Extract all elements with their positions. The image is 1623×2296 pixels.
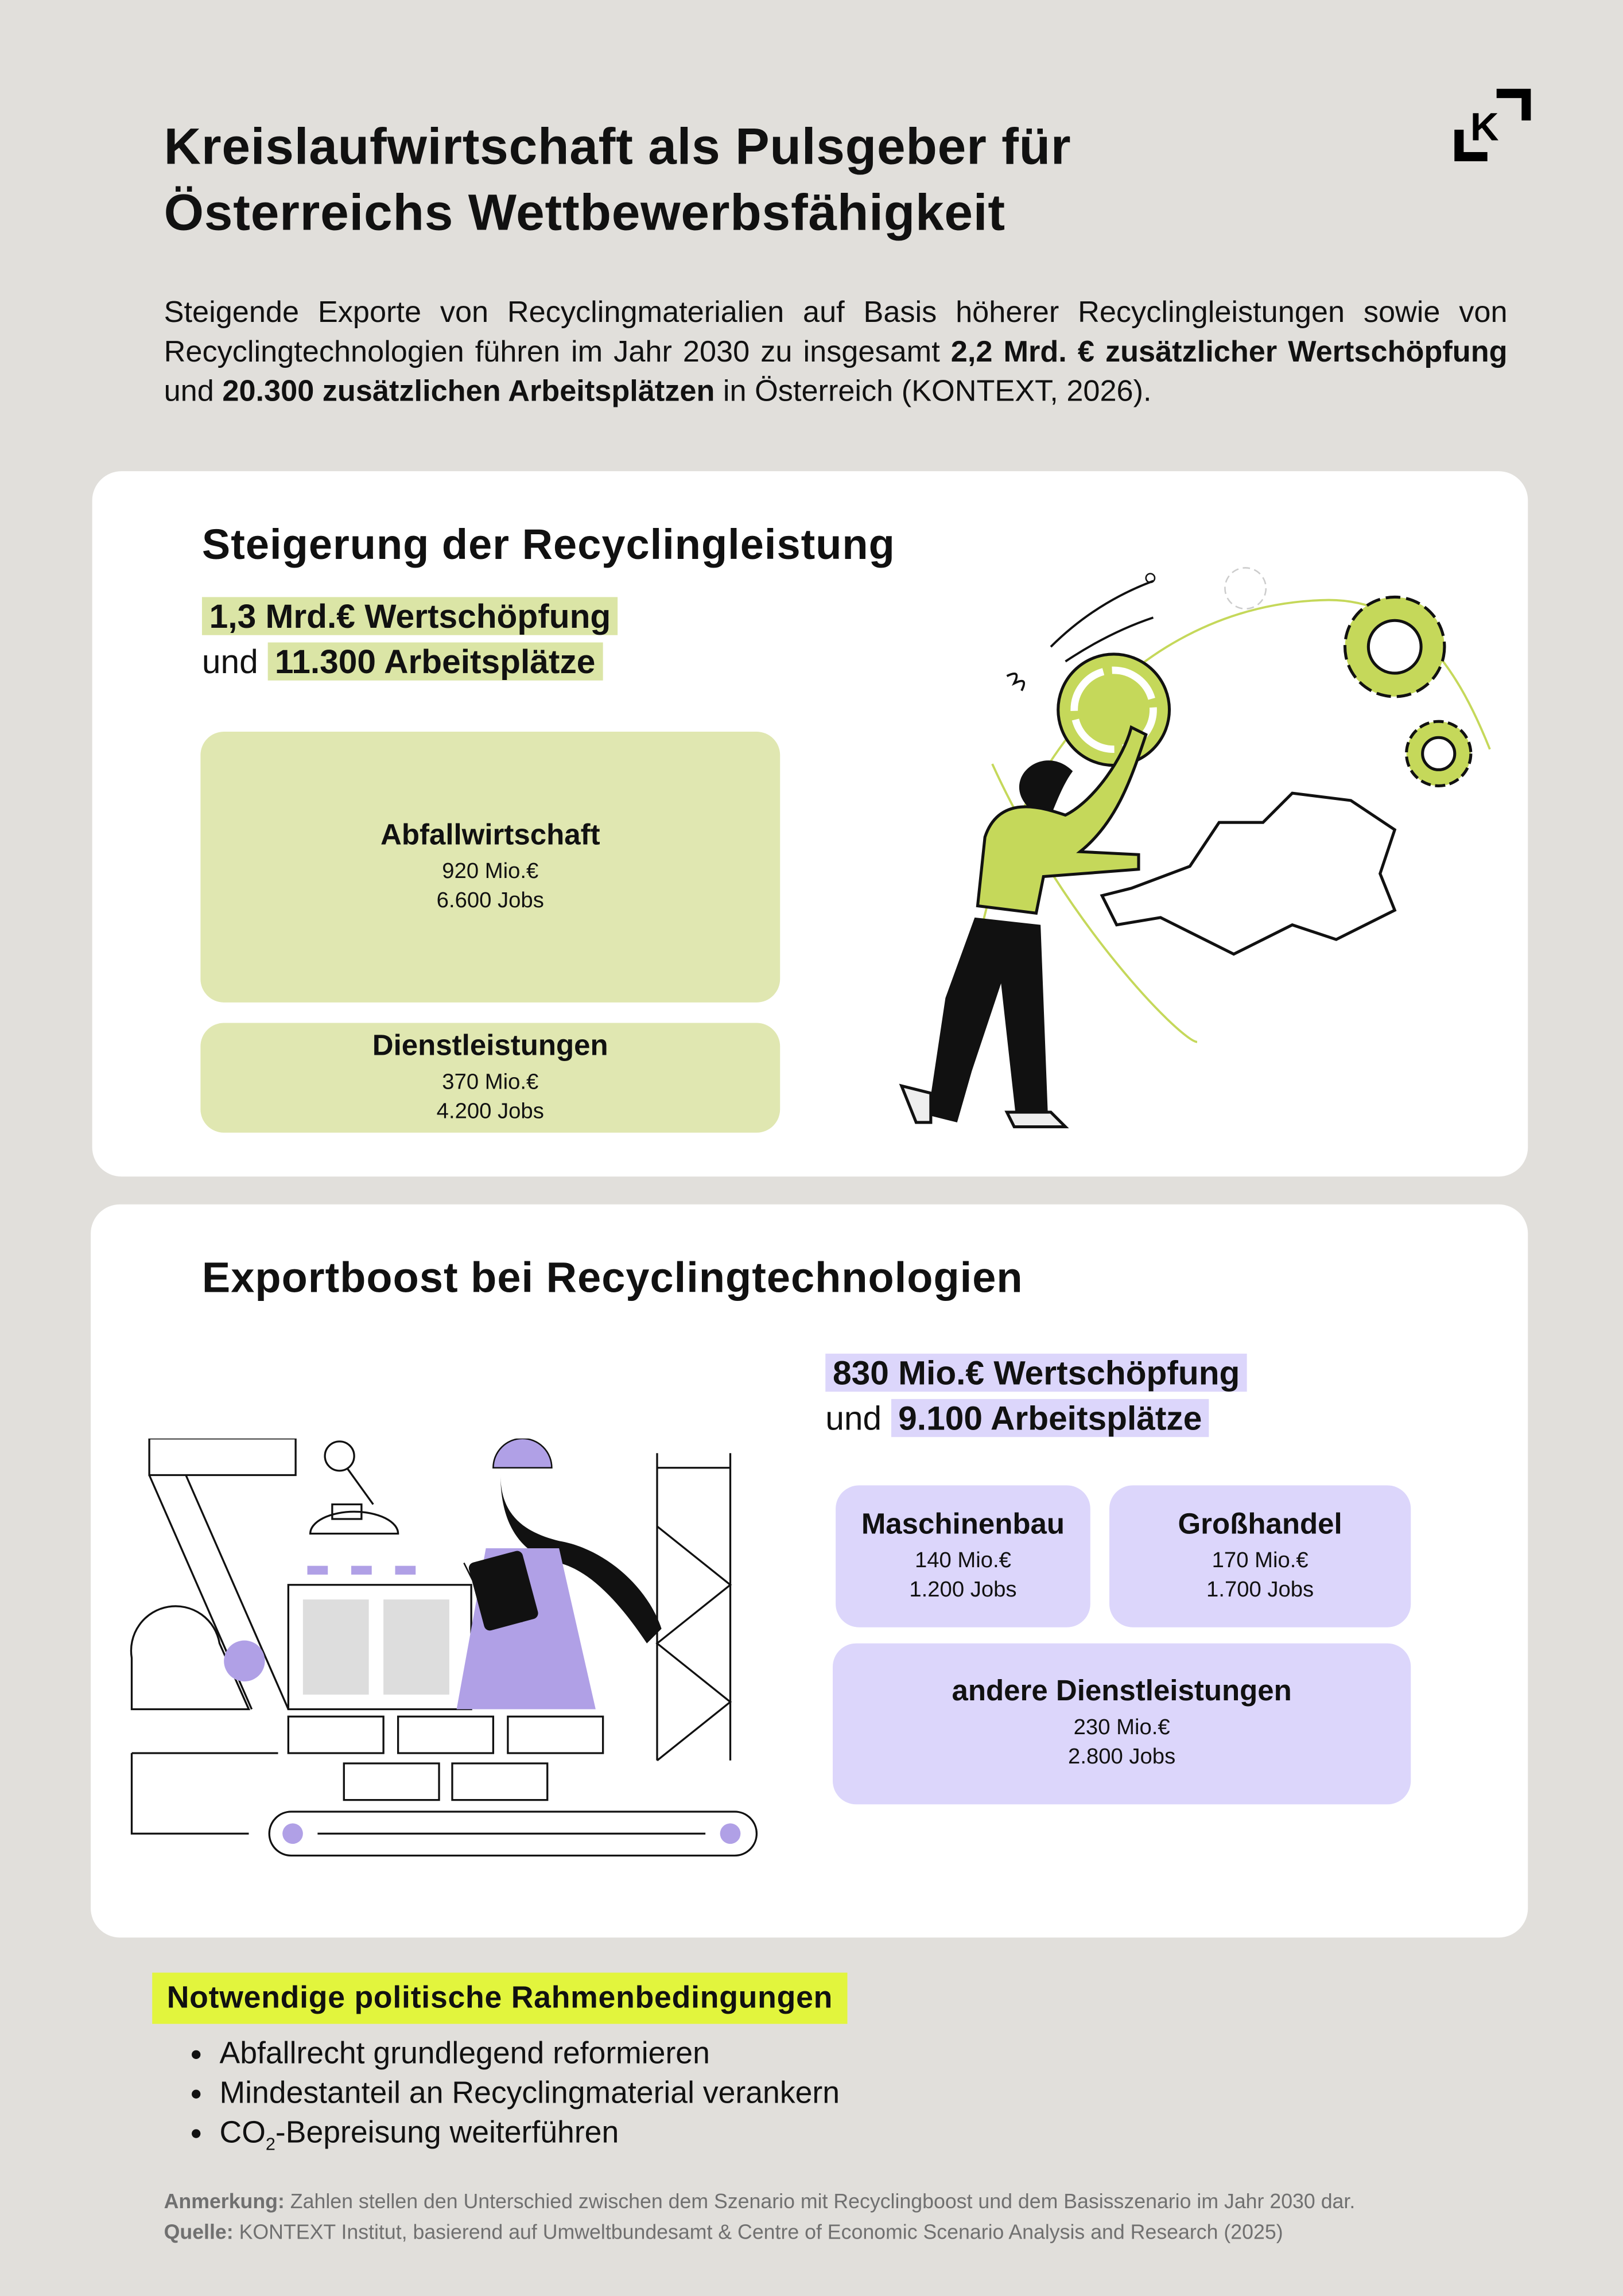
box-value: 920 Mio.€ [442,858,539,883]
title-line-1: Kreislaufwirtschaft als Pulsgeber für [164,118,1071,176]
export-summary: 830 Mio.€ Wertschöpfung und 9.100 Arbeit… [825,1351,1248,1442]
recycling-summary: 1,3 Mrd.€ Wertschöpfung und 11.300 Arbei… [201,594,618,685]
gear-icon-small [1405,720,1473,787]
recycle-icon [1057,652,1171,767]
und-label: und [201,642,258,681]
intro-p2: und [164,374,223,409]
box-grosshandel: Großhandel 170 Mio.€ 1.700 Jobs [1109,1485,1411,1627]
recycling-jobs: 11.300 Arbeitsplätze [267,642,603,681]
recycling-title: Steigerung der Recyclingleistung [201,522,895,569]
box-title: Dienstleistungen [372,1029,608,1062]
box-abfallwirtschaft: Abfallwirtschaft 920 Mio.€ 6.600 Jobs [200,732,781,1003]
title-line-2: Österreichs Wettbewerbsfähigkeit [164,184,1005,242]
svg-text:K: K [1470,104,1499,149]
kontext-logo: K [1454,88,1531,162]
factory-illustration [130,1438,758,1857]
footnotes: Anmerkung: Zahlen stellen den Unterschie… [164,2186,1356,2248]
box-title: Großhandel [1178,1508,1342,1540]
intro-jobs: 20.300 zusätzlichen Arbeitsplätzen [222,374,715,409]
intro-text: Steigende Exporte von Recyclingmateriali… [164,293,1508,411]
export-jobs: 9.100 Arbeitsplätze [891,1398,1210,1438]
box-maschinenbau: Maschinenbau 140 Mio.€ 1.200 Jobs [836,1485,1090,1627]
box-dienstleistungen: Dienstleistungen 370 Mio.€ 4.200 Jobs [200,1023,781,1133]
box-jobs: 2.800 Jobs [1068,1744,1176,1770]
box-jobs: 1.700 Jobs [1206,1576,1314,1602]
co2-label: CO [219,2116,266,2150]
export-title: Exportboost bei Recyclingtechnologien [201,1255,1023,1303]
box-title: andere Dienstleistungen [952,1675,1292,1708]
worker-figure [456,1438,662,1710]
policy-heading: Notwendige politische Rahmenbedingungen [152,1972,848,2024]
box-value: 170 Mio.€ [1212,1547,1309,1573]
remark: Anmerkung: Zahlen stellen den Unterschie… [164,2186,1356,2217]
policy-item: CO2-Bepreisung weiterführen [220,2113,840,2165]
box-value: 370 Mio.€ [442,1069,539,1094]
intro-p3: in Österreich (KONTEXT, 2026). [715,374,1152,409]
box-title: Abfallwirtschaft [380,818,600,851]
intro-p1: Steigende Exporte von Recyclingmateriali… [164,296,1508,369]
source-text: KONTEXT Institut, basierend auf Umweltbu… [233,2220,1283,2244]
policy-list: Abfallrecht grundlegend reformieren Mind… [191,2034,840,2165]
policy-item: Abfallrecht grundlegend reformieren [220,2034,840,2074]
person-figure [899,725,1148,1129]
box-jobs: 6.600 Jobs [436,887,544,912]
remark-label: Anmerkung: [164,2189,285,2213]
source: Quelle: KONTEXT Institut, basierend auf … [164,2217,1356,2248]
intro-value: 2,2 Mrd. € zusätzlicher Wert­schöpfung [950,335,1508,369]
remark-text: Zahlen stellen den Unterschied zwischen … [284,2189,1356,2213]
box-andere-dienstleistungen: andere Dienstleistungen 230 Mio.€ 2.800 … [833,1643,1411,1805]
policy-item: Mindestanteil an Recyclingmaterial veran… [220,2073,840,2113]
export-value: 830 Mio.€ Wertschöpfung [825,1353,1248,1392]
und-label: und [825,1398,882,1438]
box-jobs: 4.200 Jobs [436,1098,544,1124]
gear-icon [1343,595,1446,698]
co2-subscript: 2 [265,2134,275,2155]
export-card: Exportboost bei Recyclingtechnologien 83… [91,1204,1528,1938]
box-value: 230 Mio.€ [1073,1715,1170,1741]
source-label: Quelle: [164,2220,234,2244]
recycling-illustration [899,567,1491,1129]
recycling-card: Steigerung der Recyclingleistung 1,3 Mrd… [92,471,1528,1177]
policy-item-text: -Bepreisung weiterführen [275,2116,619,2150]
box-value: 140 Mio.€ [914,1547,1011,1573]
box-title: Maschinenbau [861,1508,1065,1540]
box-jobs: 1.200 Jobs [909,1576,1017,1602]
recycling-value: 1,3 Mrd.€ Wertschöpfung [201,597,618,635]
